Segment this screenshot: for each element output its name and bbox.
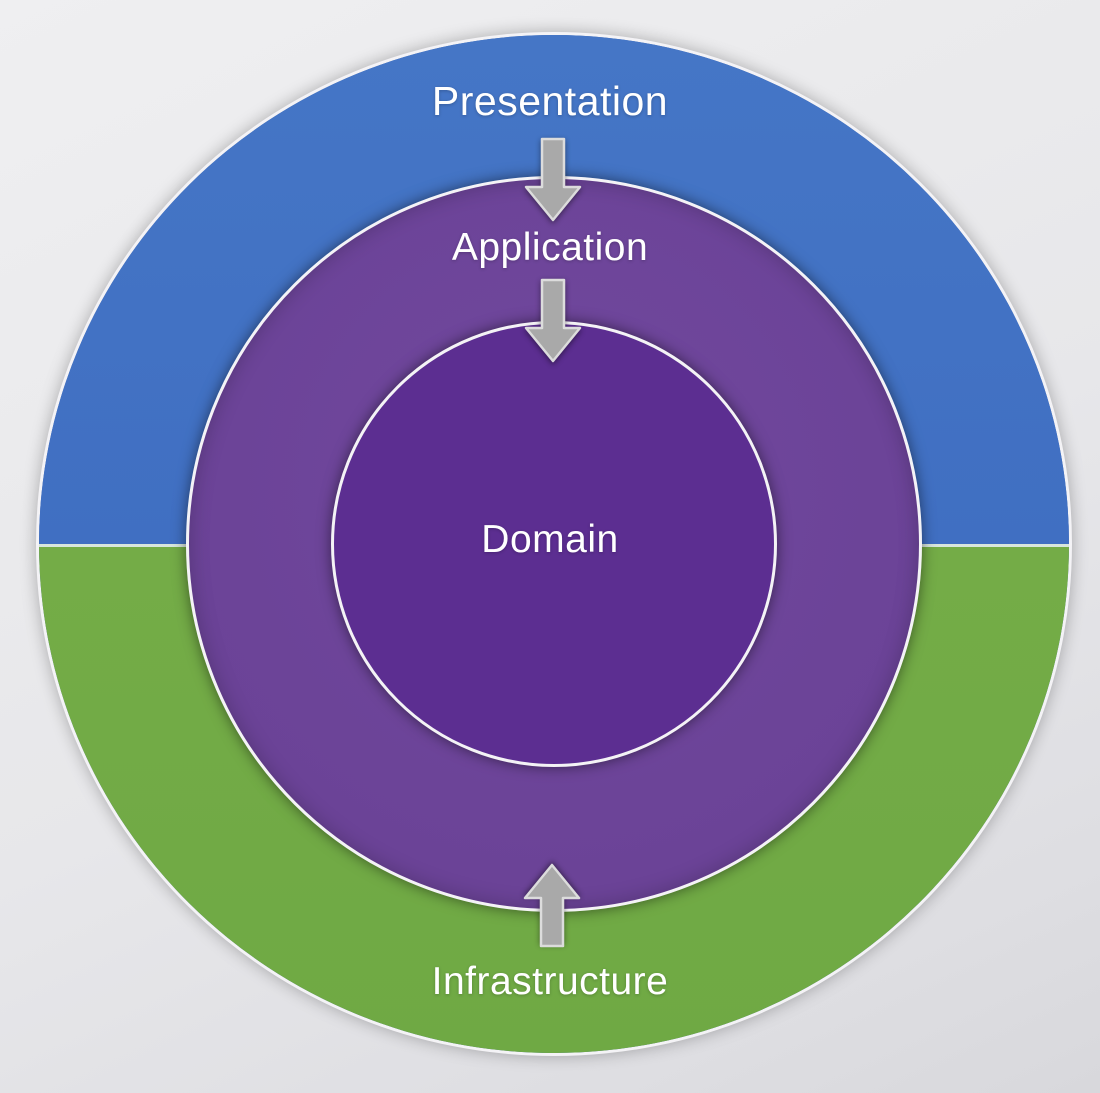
arrow-down-icon xyxy=(524,137,582,222)
arrow-down-icon xyxy=(524,278,582,363)
arrow-up-icon xyxy=(523,863,581,948)
infrastructure-label: Infrastructure xyxy=(431,960,669,1003)
presentation-label: Presentation xyxy=(431,78,669,124)
domain-label: Domain xyxy=(481,518,619,561)
flow-arrow-infrastructure-to-application xyxy=(522,862,582,948)
flow-arrow-application-to-domain xyxy=(523,278,583,364)
flow-arrow-presentation-to-application xyxy=(523,137,583,223)
application-label: Application xyxy=(451,226,649,269)
